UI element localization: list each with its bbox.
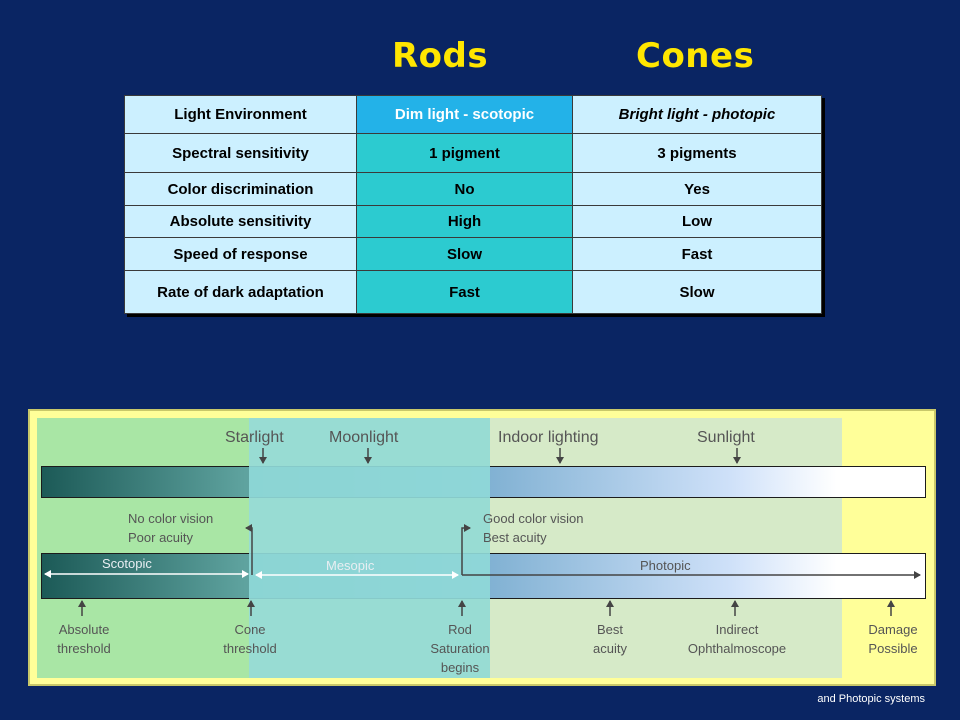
scotopic-region <box>37 418 249 678</box>
marker-label-line: Best <box>596 622 623 637</box>
table-cell: Rate of dark adaptation <box>124 270 357 314</box>
marker-label-line: begins <box>440 660 480 675</box>
indoor-lighting-label: Indoor lighting <box>498 429 599 446</box>
cone-threshold-label: Cone threshold <box>210 620 290 658</box>
sunlight-label: Sunlight <box>697 429 755 446</box>
table-cell: Bright light - photopic <box>572 95 822 134</box>
marker-label-line: Possible <box>868 641 918 656</box>
marker-label-line: threshold <box>57 641 111 656</box>
rod-vision-note-line2: Poor acuity <box>128 530 194 545</box>
table-cell: Color discrimination <box>124 172 357 206</box>
cone-vision-note-line1: Good color vision <box>483 511 584 526</box>
table-row: Color discrimination No Yes <box>124 172 822 206</box>
marker-label-line: Rod <box>448 622 472 637</box>
footer-caption: and Photopic systems <box>817 693 925 705</box>
table-cell: Light Environment <box>124 95 357 134</box>
table-header-row: Light Environment Dim light - scotopic B… <box>124 95 822 134</box>
marker-label-line: Cone <box>234 622 266 637</box>
table-cell: High <box>356 205 573 238</box>
table-row: Rate of dark adaptation Fast Slow <box>124 270 822 314</box>
starlight-label: Starlight <box>225 429 284 446</box>
marker-label-line: acuity <box>593 641 627 656</box>
photopic-region <box>490 418 842 678</box>
cone-vision-note-line2: Best acuity <box>483 530 547 545</box>
absolute-threshold-label: Absolute threshold <box>44 620 124 658</box>
table-cell: Yes <box>572 172 822 206</box>
damage-possible-label: Damage Possible <box>858 620 928 658</box>
moonlight-label: Moonlight <box>329 429 399 446</box>
table-cell: 1 pigment <box>356 133 573 173</box>
rods-cones-comparison-table: Light Environment Dim light - scotopic B… <box>124 95 822 314</box>
marker-label-line: Absolute <box>58 622 110 637</box>
table-cell: Absolute sensitivity <box>124 205 357 238</box>
marker-label-line: Ophthalmoscope <box>687 641 787 656</box>
photopic-range-label: Photopic <box>640 558 691 573</box>
rod-saturation-label: Rod Saturation begins <box>415 620 505 677</box>
table-cell: Spectral sensitivity <box>124 133 357 173</box>
rod-vision-note-line1: No color vision <box>128 511 214 526</box>
scotopic-range-label: Scotopic <box>102 556 152 571</box>
marker-label-line: Indirect <box>715 622 759 637</box>
indirect-ophthalmoscope-label: Indirect Ophthalmoscope <box>672 620 802 658</box>
table-cell: Fast <box>572 237 822 271</box>
table-cell: Slow <box>572 270 822 314</box>
marker-label-line: Damage <box>868 622 918 637</box>
table-cell: Dim light - scotopic <box>356 95 573 134</box>
mesopic-range-label: Mesopic <box>326 558 375 573</box>
table-cell: Fast <box>356 270 573 314</box>
marker-label-line: threshold <box>223 641 277 656</box>
table-cell: Speed of response <box>124 237 357 271</box>
table-row: Speed of response Slow Fast <box>124 237 822 271</box>
table-cell: 3 pigments <box>572 133 822 173</box>
rod-vision-bracket <box>245 524 253 575</box>
cones-heading: Cones <box>636 36 755 76</box>
marker-label-line: Saturation <box>430 641 490 656</box>
table-cell: No <box>356 172 573 206</box>
cone-vision-bracket <box>461 524 471 575</box>
table-row: Absolute sensitivity High Low <box>124 205 822 238</box>
rods-heading: Rods <box>392 36 489 76</box>
table-row: Spectral sensitivity 1 pigment 3 pigment… <box>124 133 822 173</box>
best-acuity-label: Best acuity <box>575 620 645 658</box>
